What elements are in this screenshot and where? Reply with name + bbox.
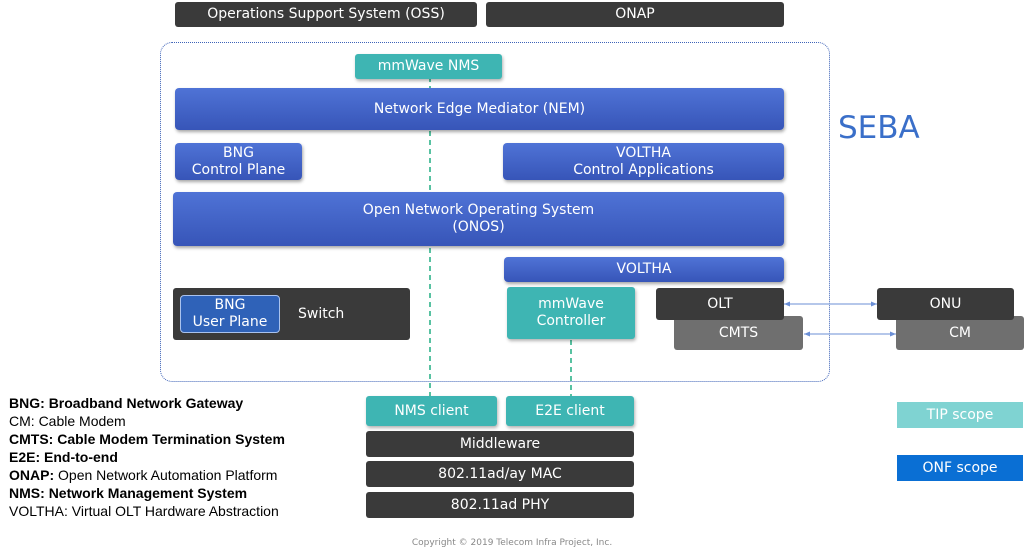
legend-item: BNG: Broadband Network Gateway <box>9 394 285 412</box>
legend-item: CMTS: Cable Modem Termination System <box>9 430 285 448</box>
legend-description: Network Management System <box>48 485 248 501</box>
legend-separator: : <box>40 485 49 501</box>
middleware-box: Middleware <box>366 431 634 457</box>
olt-onu-arrow-left <box>784 301 790 307</box>
legend-item: CM: Cable Modem <box>9 412 285 430</box>
bng-control-plane-box: BNG Control Plane <box>175 143 302 180</box>
onos-box: Open Network Operating System (ONOS) <box>173 192 784 246</box>
nms-client-box: NMS client <box>366 396 497 426</box>
onap-box: ONAP <box>486 2 784 27</box>
voltha-box: VOLTHA <box>504 257 784 282</box>
legend-term: ONAP <box>9 467 50 483</box>
phy-box: 802.11ad PHY <box>366 492 634 518</box>
tip-scope-badge: TIP scope <box>897 402 1023 428</box>
oss-box: Operations Support System (OSS) <box>175 2 477 27</box>
legend-item: ONAP: Open Network Automation Platform <box>9 466 285 484</box>
legend-description: Broadband Network Gateway <box>48 395 244 411</box>
olt-onu-arrow-right <box>871 301 877 307</box>
legend-description: Cable Modem Termination System <box>57 431 285 447</box>
legend-separator: : <box>49 467 59 483</box>
seba-label: SEBA <box>838 110 920 146</box>
legend-item: E2E: End-to-end <box>9 448 285 466</box>
e2e-client-box: E2E client <box>506 396 634 426</box>
legend-description: Cable Modem <box>38 413 126 429</box>
voltha-control-apps-box: VOLTHA Control Applications <box>503 143 784 180</box>
legend-item: NMS: Network Management System <box>9 484 285 502</box>
mmwave-nms-box: mmWave NMS <box>355 54 502 79</box>
mac-box: 802.11ad/ay MAC <box>366 461 634 487</box>
switch-label: Switch <box>298 305 345 322</box>
legend-description: End-to-end <box>44 449 118 465</box>
cmts-cm-arrow-right <box>890 331 896 337</box>
legend-term: E2E <box>9 449 36 465</box>
legend-term: NMS <box>9 485 41 501</box>
nem-box: Network Edge Mediator (NEM) <box>175 88 784 130</box>
mmwave-controller-box: mmWave Controller <box>507 287 635 339</box>
copyright-text: Copyright © 2019 Telecom Infra Project, … <box>411 538 613 548</box>
cmts-cm-arrow-left <box>804 331 810 337</box>
legend-description: Open Network Automation Platform <box>58 467 278 483</box>
legend-term: CMTS <box>9 431 49 447</box>
olt-box: OLT <box>656 288 784 320</box>
legend-item: VOLTHA: Virtual OLT Hardware Abstraction <box>9 502 285 520</box>
onu-box: ONU <box>877 288 1014 320</box>
legend-separator: : <box>40 395 49 411</box>
switch-box: BNG User Plane Switch <box>173 288 410 340</box>
legend-term: BNG <box>9 395 41 411</box>
legend-term: CM <box>9 413 31 429</box>
bng-user-plane-box: BNG User Plane <box>180 295 280 333</box>
legend-description: Virtual OLT Hardware Abstraction <box>71 503 279 519</box>
legend-separator: : <box>30 413 39 429</box>
legend-term: VOLTHA <box>9 503 64 519</box>
onf-scope-badge: ONF scope <box>897 455 1023 481</box>
seba-boundary <box>160 42 830 382</box>
legend-separator: : <box>63 503 72 519</box>
cm-box: CM <box>896 316 1024 350</box>
legend-separator: : <box>48 431 58 447</box>
cmts-box: CMTS <box>674 316 803 350</box>
legend-separator: : <box>35 449 45 465</box>
